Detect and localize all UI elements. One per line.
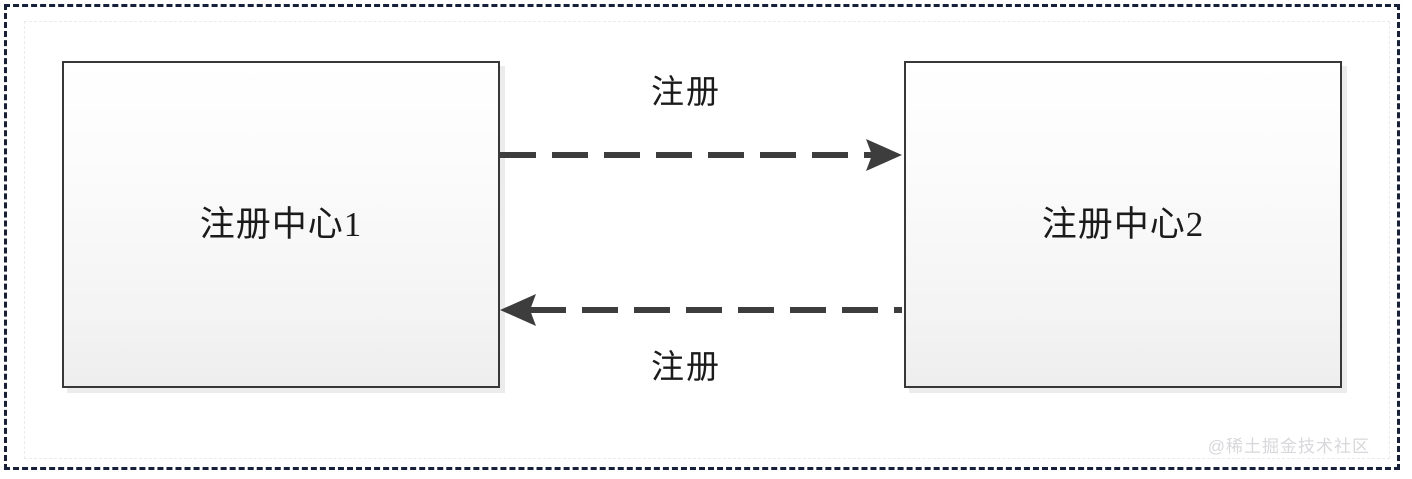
outer-dashed-frame <box>4 4 1400 470</box>
inner-dashed-frame <box>24 21 1390 459</box>
edge-label-top: 注册 <box>651 75 721 111</box>
edge-label-bottom: 注册 <box>651 350 721 386</box>
node-label: 注册中心2 <box>1041 205 1205 244</box>
watermark: @稀土掘金技术社区 <box>1207 437 1370 456</box>
node-registry-center-2[interactable]: 注册中心2 <box>904 61 1342 388</box>
node-label: 注册中心1 <box>199 205 363 244</box>
node-registry-center-1[interactable]: 注册中心1 <box>62 61 500 388</box>
